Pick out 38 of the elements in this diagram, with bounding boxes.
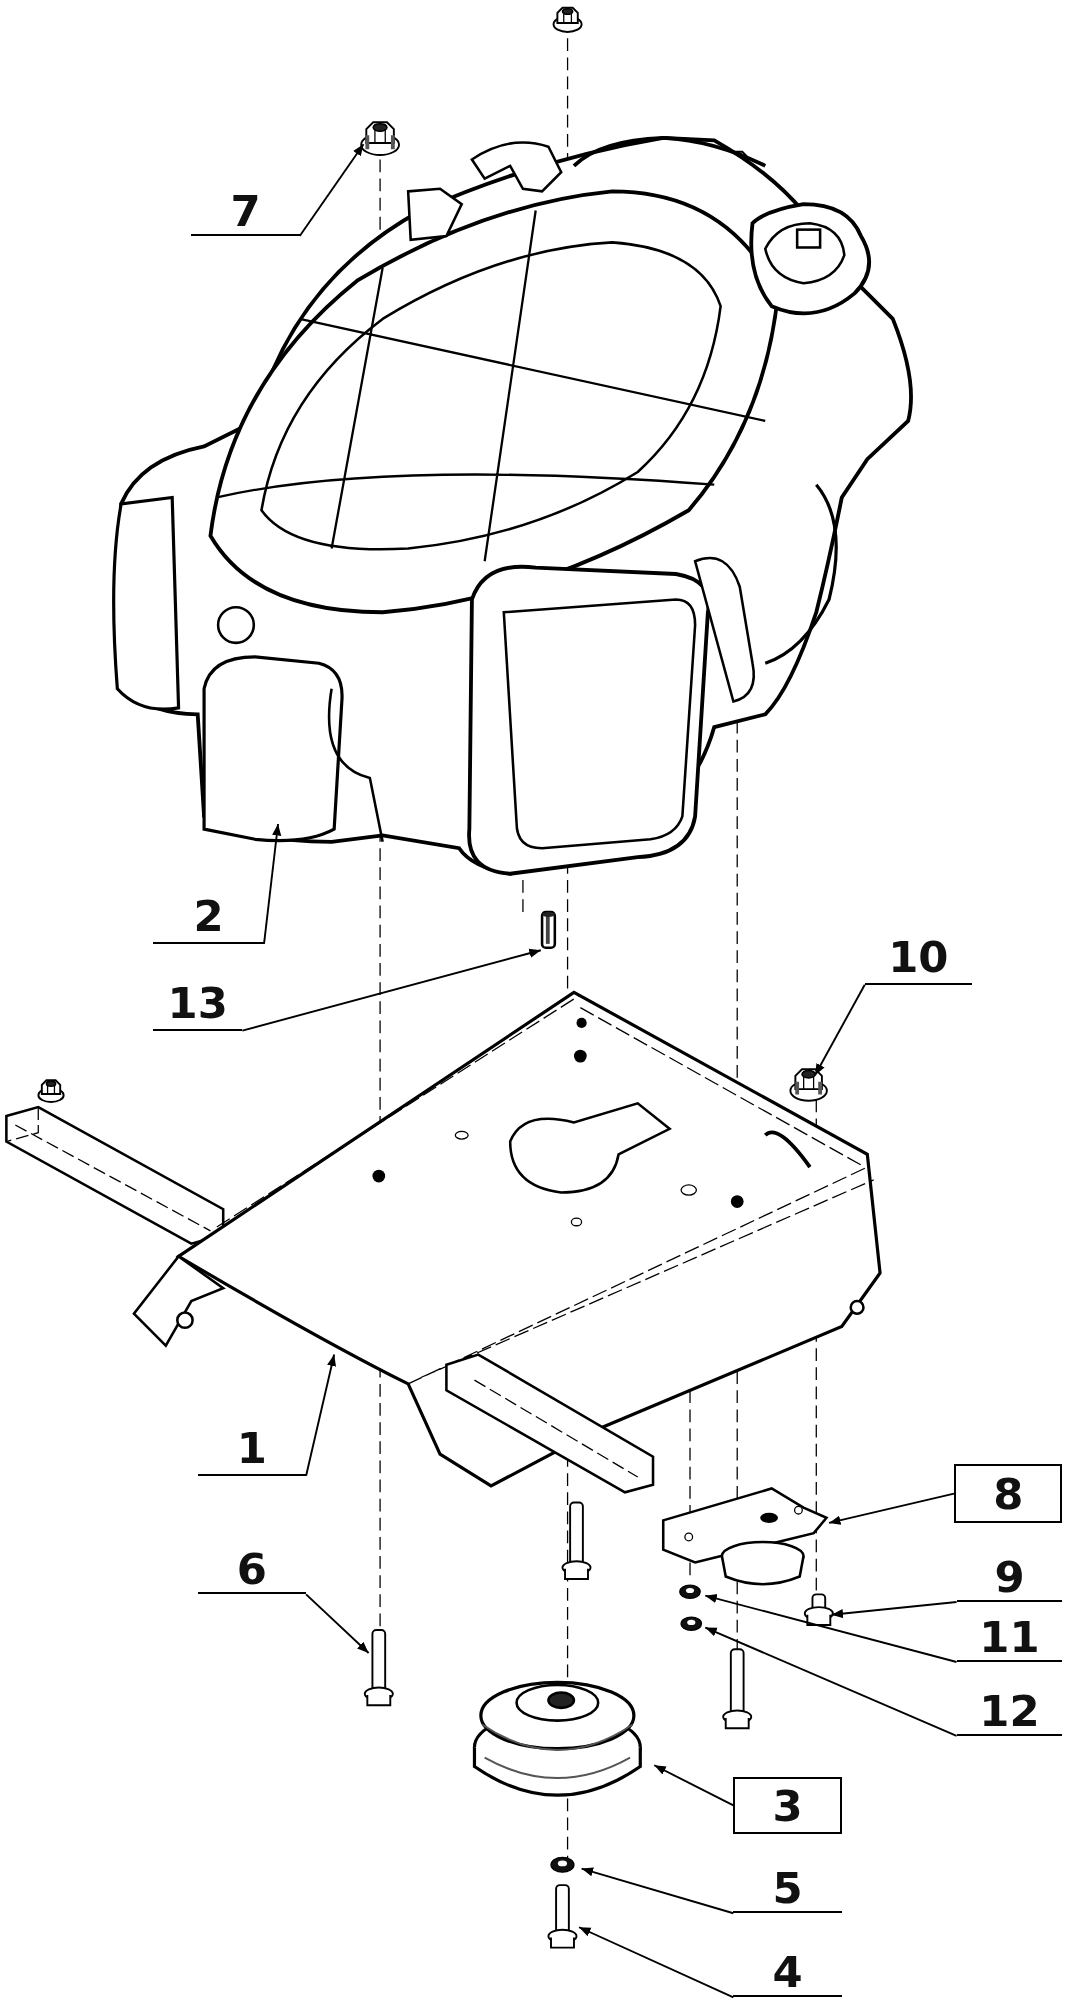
callout-number: 1 [197,1424,307,1476]
leader-line [830,1601,958,1619]
bracket-drawing [661,1487,829,1586]
leader-line [653,1764,735,1807]
callout-number: 2 [153,892,264,944]
leader-line [580,1867,735,1915]
bolt-drawing [363,1629,394,1707]
nut-drawing [680,1616,703,1631]
callout-number: 12 [956,1687,1063,1736]
engine-drawing [112,135,913,876]
callout-number: 10 [864,933,972,985]
bolt-drawing [547,1884,578,1949]
callout-number: 5 [733,1864,842,1914]
leader-line [298,143,365,237]
leader-line [814,983,866,1077]
leader-line [704,1626,958,1737]
pulley-drawing [472,1680,642,1797]
leader-line [305,1593,370,1654]
callout-number: 7 [191,187,300,236]
callout-number: 13 [153,979,243,1031]
callout-number: 4 [733,1948,842,1998]
flange-nut-drawing [789,1068,828,1102]
washer-drawing [550,1856,575,1873]
leader-line [704,1594,958,1663]
leader-line [305,1353,337,1477]
dowel-pin-drawing [540,910,557,949]
bolt-drawing [803,1593,834,1626]
washer-drawing [679,1584,701,1600]
callout-number: 8 [954,1464,1063,1523]
leader-line [263,823,282,945]
callout-number: 3 [733,1776,842,1835]
leader-line [241,948,542,1032]
leader-line [828,1492,955,1525]
leader-line [578,1926,735,1999]
callout-number: 9 [956,1553,1063,1602]
callout-number: 6 [197,1545,307,1595]
flange-nut-drawing [360,121,400,156]
callout-number: 11 [956,1613,1063,1662]
